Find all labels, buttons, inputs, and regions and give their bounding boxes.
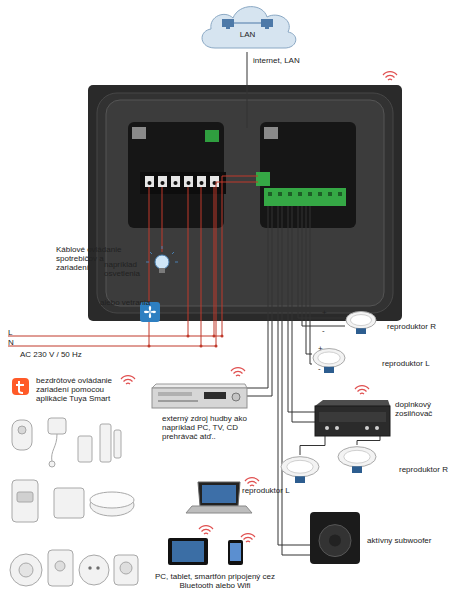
node-label: reproduktor R [387,322,457,331]
node-shape [195,2,300,52]
polarity-label: + [318,344,326,353]
smart-devices [10,418,138,586]
note-label: PC, tablet, smartfón pripojený cez Bluet… [140,572,290,590]
node-label: LAN [195,30,300,39]
wire-label: L [8,328,18,337]
note-label: napríklad osvetlenia [104,260,152,278]
node-shape [337,445,377,473]
node-shape [345,310,377,334]
subwoofer-node: aktívny subwoofer [310,512,360,564]
green-terminal [256,172,270,186]
speaker-node: reproduktor L [280,455,320,483]
polarity-label: - [318,364,326,373]
node-label: reproduktor L [242,486,312,495]
right-module [260,122,356,228]
wifi-symbols [121,72,397,542]
green-terminal-strip [264,188,346,206]
node-label: doplnkový zosilňovač [395,400,455,418]
node-label: reproduktor R [399,465,465,474]
screw-terminals [145,176,219,187]
tuya-logo [12,378,29,395]
node-shape [280,455,320,483]
signal-wires [247,52,345,555]
voltage-label: AC 230 V / 50 Hz [20,350,110,359]
speaker-node: reproduktor L [312,347,346,373]
polarity-label: + [322,308,330,317]
connector-line [300,436,325,455]
speaker-node: reproduktor R [337,445,377,473]
node-label: reproduktor L [382,359,452,368]
light-bulb [146,246,178,273]
tablet [168,538,208,565]
node-shape [152,380,247,410]
note-label: alebo vetrania [100,298,160,307]
music-source-node: externý zdroj hudby ako napríklad PC, TV… [152,380,247,410]
note-label: bezdrôtové ovládanie zariadení pomocou a… [36,376,124,403]
node-shape [315,398,390,436]
control-panel [88,85,402,321]
amplifier-node: doplnkový zosilňovač [315,398,390,436]
wire-label: N [8,338,18,347]
green-terminal [205,130,219,142]
connector-line [357,436,380,445]
rj45-port [132,127,146,139]
node-shape [312,347,346,373]
rj45-port [264,127,278,139]
mains-wires [8,176,258,346]
speaker-node: reproduktor R [345,310,377,334]
smartphone [228,540,243,565]
polarity-label: - [322,326,330,335]
connection-label: internet, LAN [253,56,333,65]
node-shape [310,512,360,564]
node-label: aktívny subwoofer [367,536,447,545]
cloud-node: LAN [195,2,300,52]
node-label: externý zdroj hudby ako napríklad PC, TV… [162,414,262,441]
